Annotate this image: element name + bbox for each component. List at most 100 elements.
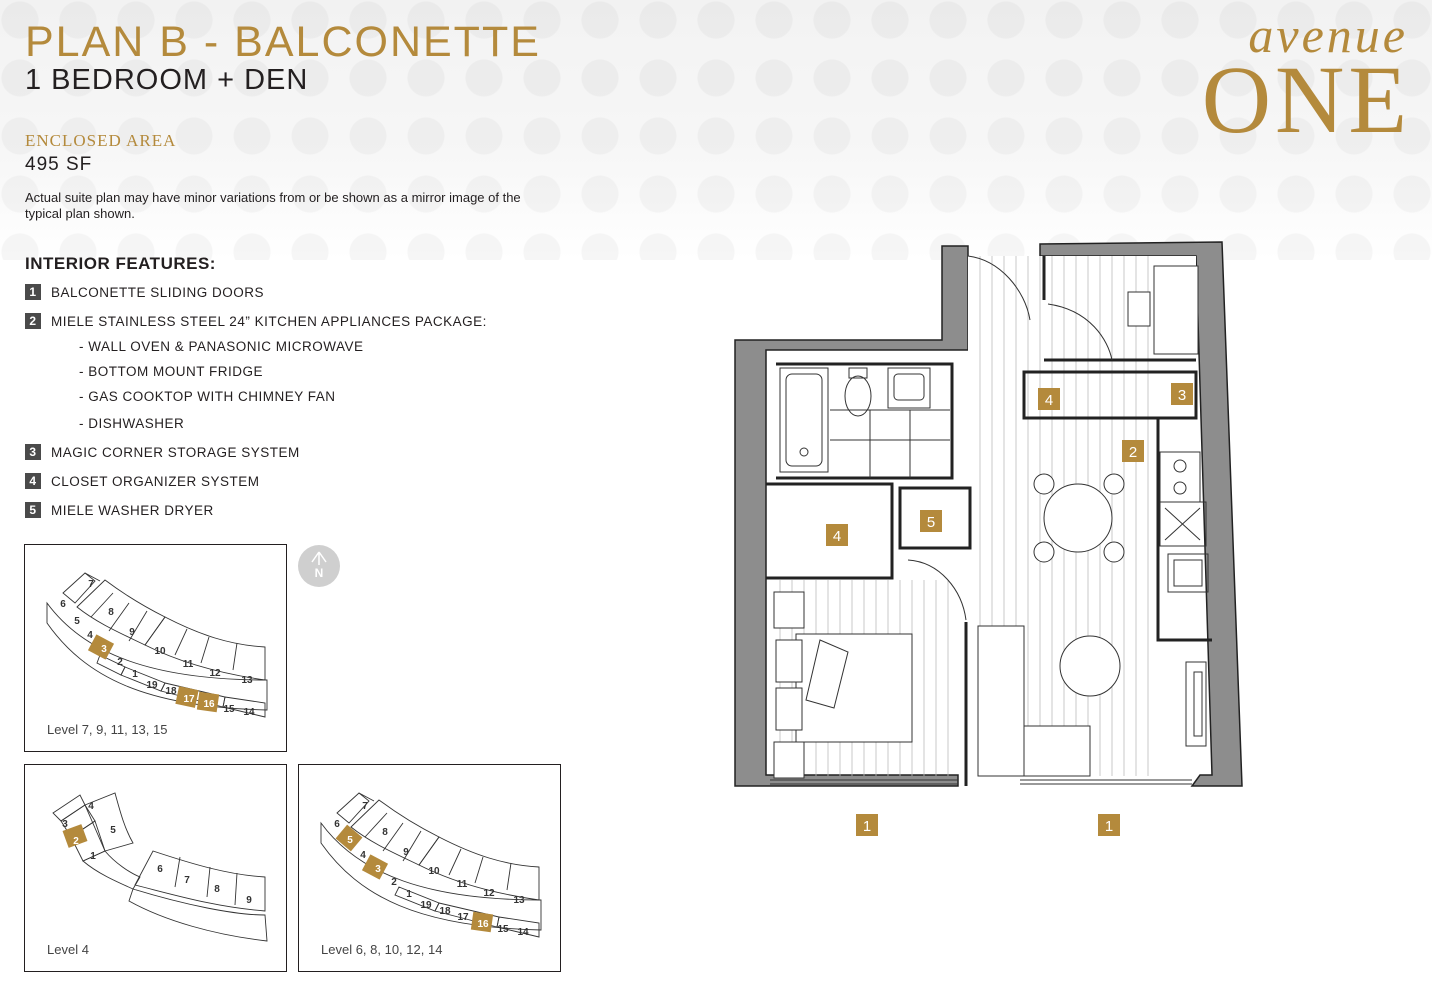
unit-label: 7 [362,801,368,812]
feature-sub-item: - BOTTOM MOUNT FRIDGE [79,364,263,379]
unit-label: 5 [347,835,353,846]
keyplan-diagram: 7 6 8 5 9 4 10 3 11 2 12 1 13 19 18 17 1… [320,792,542,938]
unit-label: 2 [117,657,123,668]
keyplan-diagram: 4 3 5 2 1 6 7 8 9 [52,792,268,942]
unit-label: 1 [132,669,138,680]
feature-marker: 4 [1038,388,1060,410]
feature-marker-label: 4 [833,528,841,545]
keyplan-level-label: Level 4 [47,942,89,957]
logo-word-text: ONE [1201,46,1411,153]
area-value: 495 SF [25,154,93,175]
disclaimer-text: Actual suite plan may have minor variati… [25,190,521,221]
feature-marker-label: 2 [1129,444,1137,461]
unit-label: 9 [403,847,409,858]
unit-label: 6 [157,864,163,875]
features-title: INTERIOR FEATURES: [25,254,216,273]
feature-marker-label: 4 [1045,392,1053,409]
unit-label: 14 [517,927,529,938]
unit-label: 16 [203,699,215,710]
unit-label: 4 [88,801,94,812]
feature-item: 4 CLOSET ORGANIZER SYSTEM [25,473,260,489]
feature-sub-item: - WALL OVEN & PANASONIC MICROWAVE [79,339,364,354]
north-letter: N [314,566,324,580]
feature-marker-label: 5 [927,514,935,531]
unit-label: 19 [420,900,432,911]
unit-label: 14 [243,707,255,718]
unit-label: 10 [154,646,166,657]
unit-label: 18 [439,906,451,917]
feature-sub-item: - DISHWASHER [79,416,185,431]
unit-label: 15 [223,704,235,715]
feature-marker-label: 1 [863,818,871,835]
feature-item: 3 MAGIC CORNER STORAGE SYSTEM [25,444,300,460]
unit-label: 12 [483,888,495,899]
feature-marker: 1 [1098,814,1120,836]
unit-label: 11 [457,879,468,890]
unit-label: 15 [497,924,509,935]
unit-label: 6 [60,599,66,610]
feature-marker: 5 [920,510,942,532]
unit-label: 13 [241,675,253,686]
unit-label: 1 [406,889,412,900]
plan-title: PLAN B - BALCONETTE [25,18,541,66]
unit-label: 2 [73,836,79,847]
feature-item: 1 BALCONETTE SLIDING DOORS [25,284,264,300]
exterior-wall [734,245,969,787]
keyplan-diagram: 7 6 5 8 4 9 3 10 2 11 1 12 19 18 13 17 1… [46,572,268,718]
unit-label: 7 [184,875,190,886]
feature-number-badge: 4 [25,473,41,489]
feature-marker-label: 1 [1105,818,1113,835]
feature-marker: 2 [1122,440,1144,462]
feature-label: MIELE STAINLESS STEEL 24” KITCHEN APPLIA… [51,313,487,329]
unit-label: 13 [513,895,525,906]
unit-label: 4 [87,630,93,641]
unit-label: 3 [62,819,68,830]
keyplan-level-7-15: 7 6 5 8 4 9 3 10 2 11 1 12 19 18 13 17 1… [24,544,287,752]
unit-label: 7 [88,579,94,590]
feature-sub-item: - GAS COOKTOP WITH CHIMNEY FAN [79,389,336,404]
logo-script-text: avenue [1248,7,1408,63]
unit-label: 1 [90,851,96,862]
feature-number-badge: 5 [25,502,41,518]
header-background-pattern [0,0,1432,260]
feature-marker-label: 3 [1178,387,1186,404]
unit-label: 2 [391,877,397,888]
unit-label: 11 [183,659,194,670]
feature-label: MIELE WASHER DRYER [51,502,214,518]
area-label: ENCLOSED AREA [25,131,177,150]
feature-number-badge: 3 [25,444,41,460]
feature-item: 5 MIELE WASHER DRYER [25,502,214,518]
feature-marker: 3 [1171,383,1193,405]
unit-label: 18 [165,686,177,697]
unit-label: 5 [74,616,80,627]
unit-label: 16 [477,919,489,930]
keyplan-level-label: Level 7, 9, 11, 13, 15 [47,722,168,737]
feature-marker: 4 [826,524,848,546]
unit-label: 17 [183,694,195,705]
keyplan-level-6-14: 7 6 8 5 9 4 10 3 11 2 12 1 13 19 18 17 1… [298,764,561,972]
unit-label: 8 [214,884,220,895]
feature-item: 2 MIELE STAINLESS STEEL 24” KITCHEN APPL… [25,313,487,329]
unit-label: 17 [457,912,469,923]
unit-label: 6 [334,819,340,830]
feature-label: MAGIC CORNER STORAGE SYSTEM [51,444,300,460]
unit-label: 3 [375,864,381,875]
unit-label: 3 [101,644,107,655]
unit-label: 9 [129,627,135,638]
unit-label: 9 [246,895,252,906]
unit-label: 8 [382,827,388,838]
feature-number-badge: 2 [25,313,41,329]
unit-label: 8 [108,607,114,618]
floor-plan-diagram: 1 1 2 3 4 4 5 [734,241,1243,836]
keyplan-level-4: 4 3 5 2 1 6 7 8 9 Level 4 [24,764,287,972]
feature-number-badge: 1 [25,284,41,300]
north-arrow-icon: N [298,545,340,587]
unit-label: 5 [110,825,116,836]
feature-label: CLOSET ORGANIZER SYSTEM [51,473,260,489]
unit-label: 4 [360,850,366,861]
unit-label: 12 [209,668,221,679]
feature-label: BALCONETTE SLIDING DOORS [51,284,265,300]
unit-label: 10 [428,866,440,877]
unit-label: 19 [146,680,158,691]
plan-subtitle: 1 BEDROOM + DEN [25,64,309,96]
